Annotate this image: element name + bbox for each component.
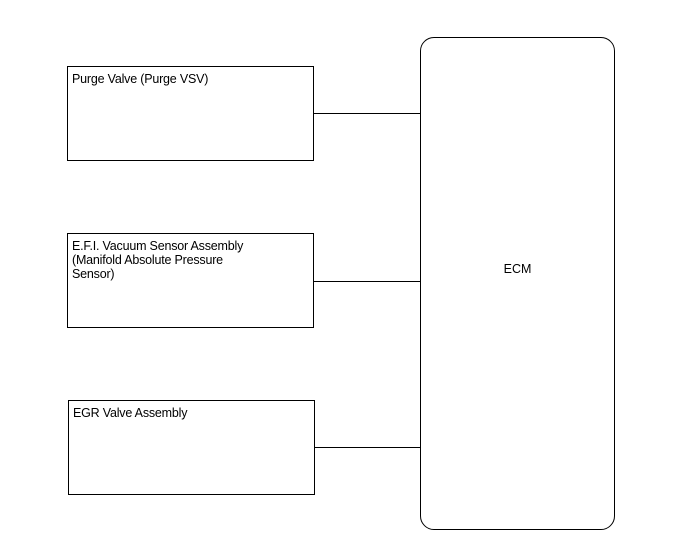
purge-valve-connector — [314, 113, 421, 114]
vacuum-sensor-label: E.F.I. Vacuum Sensor Assembly (Manifold … — [72, 239, 244, 281]
egr-valve-connector — [315, 447, 421, 448]
egr-valve-box: EGR Valve Assembly — [68, 400, 315, 495]
vacuum-sensor-connector — [314, 281, 421, 282]
ecm-box: ECM — [420, 37, 615, 530]
vacuum-sensor-box: E.F.I. Vacuum Sensor Assembly (Manifold … — [67, 233, 314, 328]
purge-valve-box: Purge Valve (Purge VSV) — [67, 66, 314, 161]
purge-valve-label: Purge Valve (Purge VSV) — [72, 72, 209, 86]
ecm-label: ECM — [503, 262, 532, 276]
egr-valve-label: EGR Valve Assembly — [73, 406, 188, 420]
